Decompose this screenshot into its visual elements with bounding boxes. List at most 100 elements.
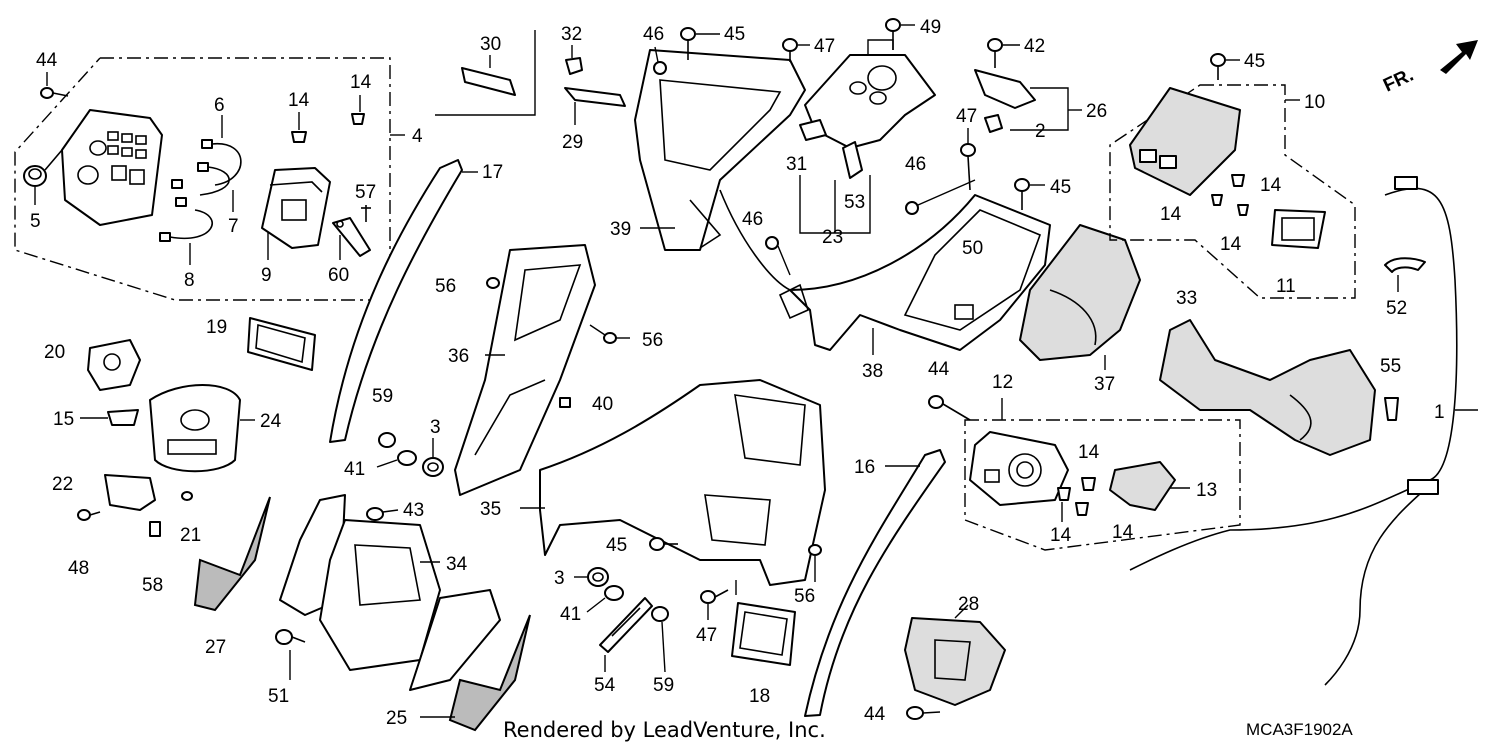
callout-22: 22 xyxy=(52,474,73,495)
callout-52: 52 xyxy=(1386,298,1407,319)
clip-14-g xyxy=(1057,487,1071,501)
switch-panel xyxy=(44,109,163,226)
control-unit-9 xyxy=(261,167,331,249)
callout-14: 14 xyxy=(1112,522,1134,543)
callout-46: 46 xyxy=(905,154,926,175)
screw-45-low xyxy=(649,537,678,551)
vent-19 xyxy=(247,317,316,371)
latch-26 xyxy=(974,69,1036,109)
bolt-44-top-left xyxy=(40,87,69,99)
callout-18: 18 xyxy=(749,686,770,707)
callout-14: 14 xyxy=(1220,234,1242,255)
callout-45: 45 xyxy=(1050,177,1071,198)
callout-34: 34 xyxy=(446,554,468,575)
lower-panel-35 xyxy=(539,379,826,586)
housing-10 xyxy=(1129,87,1241,196)
stay-54 xyxy=(599,597,653,653)
callout-33: 33 xyxy=(1176,288,1197,309)
screw-56-c xyxy=(808,544,822,556)
damper-3-b xyxy=(587,567,609,587)
screw-56-b xyxy=(603,332,617,344)
callout-43: 43 xyxy=(403,500,424,521)
group-box-12 xyxy=(964,419,1241,551)
clip-14-h xyxy=(1075,502,1089,516)
clip-40 xyxy=(559,397,571,408)
group-box-10 xyxy=(1109,84,1356,299)
callout-8: 8 xyxy=(184,270,195,291)
callout-60: 60 xyxy=(328,265,349,286)
trim-strip-17 xyxy=(329,159,463,443)
group-box-4 xyxy=(14,57,391,301)
callout-23: 23 xyxy=(822,227,843,248)
callout-17: 17 xyxy=(482,162,503,183)
callout-7: 7 xyxy=(228,216,239,237)
callout-14: 14 xyxy=(1078,442,1100,463)
callout-39: 39 xyxy=(610,219,631,240)
clip-14-b xyxy=(351,113,365,125)
callout-16: 16 xyxy=(854,457,875,478)
callout-40: 40 xyxy=(592,394,613,415)
mat-27 xyxy=(193,496,271,612)
leader-49 xyxy=(867,39,894,62)
callout-46: 46 xyxy=(643,24,664,45)
bracket-60 xyxy=(332,217,371,257)
clip-53 xyxy=(842,141,863,179)
callout-3: 3 xyxy=(430,417,441,438)
cable-1 xyxy=(1129,176,1458,686)
callout-27: 27 xyxy=(205,637,226,658)
callout-57: 57 xyxy=(355,182,376,203)
trim-strip-16 xyxy=(804,449,946,717)
callout-32: 32 xyxy=(561,24,582,45)
callout-45: 45 xyxy=(1244,51,1265,72)
callout-59: 59 xyxy=(372,386,393,407)
callout-47: 47 xyxy=(696,625,717,646)
airbag-cover-24 xyxy=(149,384,241,473)
callout-14: 14 xyxy=(288,90,310,111)
lock-20 xyxy=(87,339,141,391)
cover-30 xyxy=(461,67,516,96)
callout-56: 56 xyxy=(794,586,815,607)
callout-10: 10 xyxy=(1304,92,1325,113)
grommet-58 xyxy=(149,521,161,537)
callout-46: 46 xyxy=(742,209,763,230)
callout-35: 35 xyxy=(480,499,501,520)
callout-44: 44 xyxy=(864,704,886,725)
bracket-26 xyxy=(1010,87,1069,131)
bolt-44-mid xyxy=(928,395,971,421)
callout-51: 51 xyxy=(268,686,289,707)
callout-9: 9 xyxy=(261,265,272,286)
bolt-46-low xyxy=(765,236,779,250)
callout-14: 14 xyxy=(1160,204,1182,225)
mat-25 xyxy=(448,614,531,732)
callout-15: 15 xyxy=(53,409,74,430)
bolt-51 xyxy=(275,629,306,645)
bolt-49 xyxy=(885,18,901,50)
clip-2 xyxy=(984,114,1003,133)
callout-6: 6 xyxy=(214,95,225,116)
collar-41-b xyxy=(604,585,624,601)
cover-13 xyxy=(1109,461,1176,511)
callout-19: 19 xyxy=(206,317,227,338)
side-panel-36 xyxy=(454,244,596,496)
screw-57 xyxy=(361,205,371,222)
callout-21: 21 xyxy=(180,525,201,546)
callout-54: 54 xyxy=(594,675,616,696)
console-frame-38 xyxy=(778,194,1051,351)
bracket-15 xyxy=(107,409,139,426)
clip-14-e xyxy=(1237,204,1249,216)
callout-56: 56 xyxy=(435,276,456,297)
callout-13: 13 xyxy=(1196,480,1217,501)
callout-44: 44 xyxy=(928,359,950,380)
switch-panel-12 xyxy=(969,431,1069,506)
callout-4: 4 xyxy=(412,126,423,147)
screw-47-low xyxy=(700,589,729,604)
callout-49: 49 xyxy=(920,17,941,38)
wire-harness-6-7-8 xyxy=(159,139,242,242)
callout-2: 2 xyxy=(1035,121,1046,142)
front-direction-label: FR. xyxy=(1380,65,1417,97)
callout-55: 55 xyxy=(1380,356,1401,377)
callout-11: 11 xyxy=(1276,276,1296,297)
rear-cover-33 xyxy=(1159,319,1376,456)
